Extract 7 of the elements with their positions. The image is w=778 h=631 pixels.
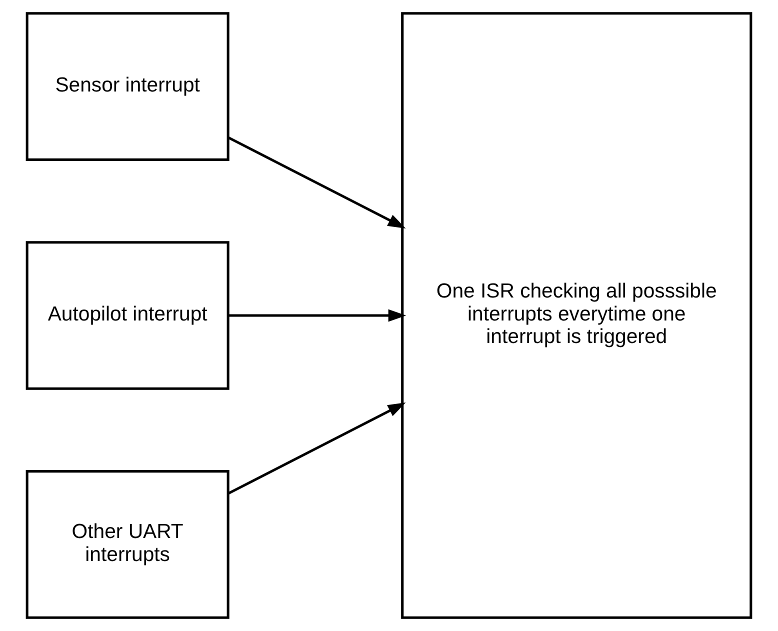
node-box: Other UART interrupts (26, 470, 230, 619)
arrow (228, 136, 406, 229)
node-box: One ISR checking all posssible interrupts everytime one interrupt is triggered (401, 12, 752, 619)
node-box: Sensor interrupt (26, 12, 230, 161)
arrow (228, 402, 406, 494)
node-box: Autopilot interrupt (26, 241, 230, 390)
arrow (228, 309, 406, 322)
